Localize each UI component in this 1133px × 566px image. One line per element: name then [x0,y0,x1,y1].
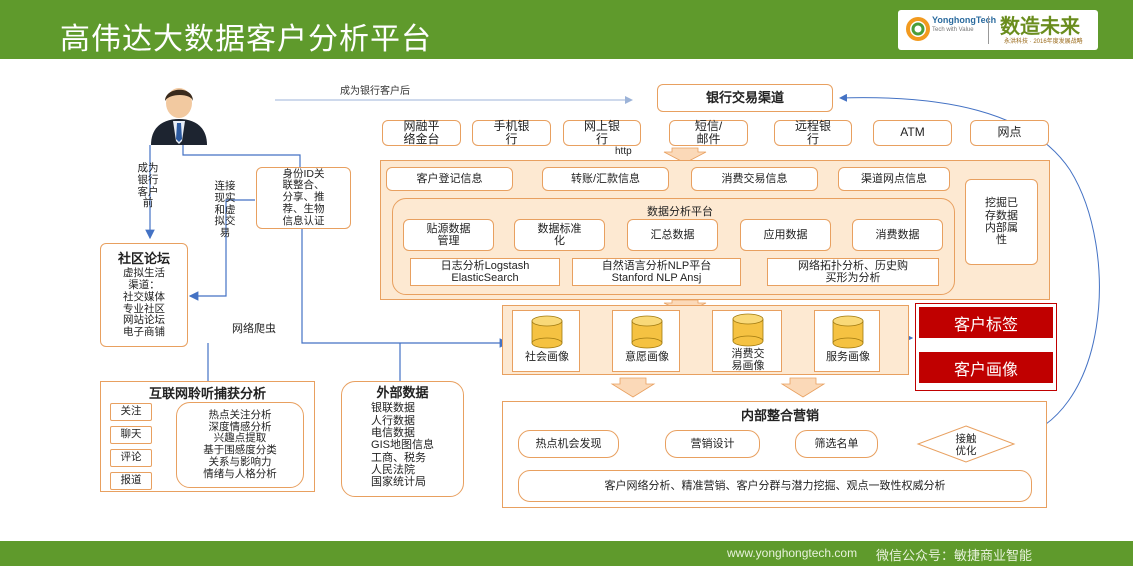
portrait-consumption: 消费交 易画像 [712,310,782,372]
customer-tag-label: 客户标签 [919,307,1053,338]
community-title: 社区论坛 [117,251,170,266]
arrow-portraits-to-marketing-right [780,377,826,398]
identity-box: 身份ID关 联整合、 分享、推 荐、生物 信息认证 [256,167,351,229]
line-identity-to-portraits [301,228,510,348]
portrait-willingness: 意愿画像 [612,310,680,372]
logo-brand: YonghongTech [932,15,997,25]
community-body: 虚拟生活 渠道： 社交媒体 专业社区 网站论坛 电子商铺 [123,267,165,339]
http-label: http [615,146,632,157]
marketing-title: 内部整合营销 [740,408,819,423]
marketing-diamond [916,425,1016,463]
listen-item-chat: 聊天 [110,426,152,444]
note-after-customer: 成为银行客户后 [340,86,410,97]
portrait-consumption-label: 消费交 易画像 [731,348,765,373]
footer-wechat: 微信公众号：敏捷商业智能 [876,548,1033,563]
database-cylinder-icon [631,315,663,349]
marketing-summary: 客户网络分析、精准营销、客户分群与潜力挖掘、观点一致性权威分析 [518,470,1032,502]
crawler-label: 网络爬虫 [232,323,276,335]
arrow-channel-to-platform [663,147,707,164]
platform-mining-box: 挖掘已 存数据 内部属 性 [965,179,1038,265]
external-data-title: 外部数据 [376,385,429,400]
analysis-item-application: 应用数据 [740,219,831,251]
external-data-body: 银联数据 人行数据 电信数据 GIS地图信息 工商、税务 人民法院 国家统计局 [371,402,434,489]
footer-bar [0,541,1133,566]
channel-item-branch: 网点 [970,120,1049,146]
channel-item-remote: 远程银 行 [774,119,852,146]
platform-item-register: 客户登记信息 [386,167,513,191]
database-cylinder-icon [531,315,563,349]
line-user-to-identity [182,140,301,168]
portrait-willingness-label: 意愿画像 [625,351,669,363]
analysis-item-consumption: 消费数据 [852,219,943,251]
customer-portrait-label: 客户画像 [919,352,1053,383]
database-cylinder-icon [832,315,864,349]
analysis-item-standard: 数据标准 化 [514,219,605,251]
marketing-step-contact: 接触 优化 [955,433,977,457]
channel-item-online: 网上银 行 [563,119,641,146]
community-box: 社区论坛 虚拟生活 渠道： 社交媒体 专业社区 网站论坛 电子商铺 [100,243,188,347]
internet-listening-title: 互联网聆听捕获分析 [148,386,266,401]
line-feedback-loop [839,93,1100,441]
listen-item-report: 报道 [110,472,152,490]
yonghong-logo-icon [906,17,930,41]
logo-divider [988,16,989,44]
marketing-step-hotspot: 热点机会发现 [518,430,619,458]
listen-analysis-box: 热点关注分析 深度情感分析 兴趣点提取 基于围感度分类 关系与影响力 情绪与人格… [176,402,304,488]
logo-slogan-sub: 永洪科技 · 2016年度发展战略 [1004,39,1083,45]
marketing-step-filter: 筛选名单 [795,430,878,458]
marketing-step-design: 营销设计 [665,430,760,458]
tech-item-logstash: 日志分析Logstash ElasticSearch [410,258,560,286]
portrait-social: 社会画像 [512,310,580,372]
customer-avatar-icon [151,88,207,145]
platform-item-transfer: 转账/汇款信息 [542,167,669,191]
tech-item-nlp: 自然语言分析NLP平台 Stanford NLP Ansj [572,258,741,286]
analysis-item-summary: 汇总数据 [627,219,718,251]
portrait-social-label: 社会画像 [525,351,569,363]
logo-area [898,10,1098,50]
external-data-box: 外部数据 银联数据 人行数据 电信数据 GIS地图信息 工商、税务 人民法院 国… [341,381,464,497]
analysis-item-source: 贴源数据 管理 [403,219,494,251]
logo-slogan: 数造未来 [1000,14,1080,38]
database-cylinder-icon [732,313,764,347]
note-connect-virtual: 连接 现实 和虚 拟交 易 [214,180,236,239]
arrow-portraits-to-marketing-left [610,377,656,398]
platform-item-consumption: 消费交易信息 [691,167,818,191]
portrait-service: 服务画像 [814,310,880,372]
listen-item-follow: 关注 [110,403,152,421]
platform-item-branch: 渠道网点信息 [838,167,950,191]
page-title: 高伟达大数据客户分析平台 [60,23,432,56]
tech-item-network: 网络拓扑分析、历史购 买形为分析 [767,258,939,286]
channel-item-p2p: 网融平 络金台 [382,119,461,146]
channel-item-mobile: 手机银 行 [472,119,551,146]
footer-url: www.yonghongtech.com [727,546,858,560]
line-identity-to-community [188,199,255,301]
bank-channel-title: 银行交易渠道 [657,84,833,112]
note-before-customer: 成为 银行 客户 前 [137,162,159,210]
channel-item-atm: ATM [873,120,952,146]
portrait-service-label: 服务画像 [826,351,870,363]
channel-item-sms: 短信/ 邮件 [669,119,748,146]
logo-tagline: Tech with Value [932,27,974,33]
analysis-platform-title: 数据分析平台 [647,206,713,218]
listen-item-comment: 评论 [110,449,152,467]
